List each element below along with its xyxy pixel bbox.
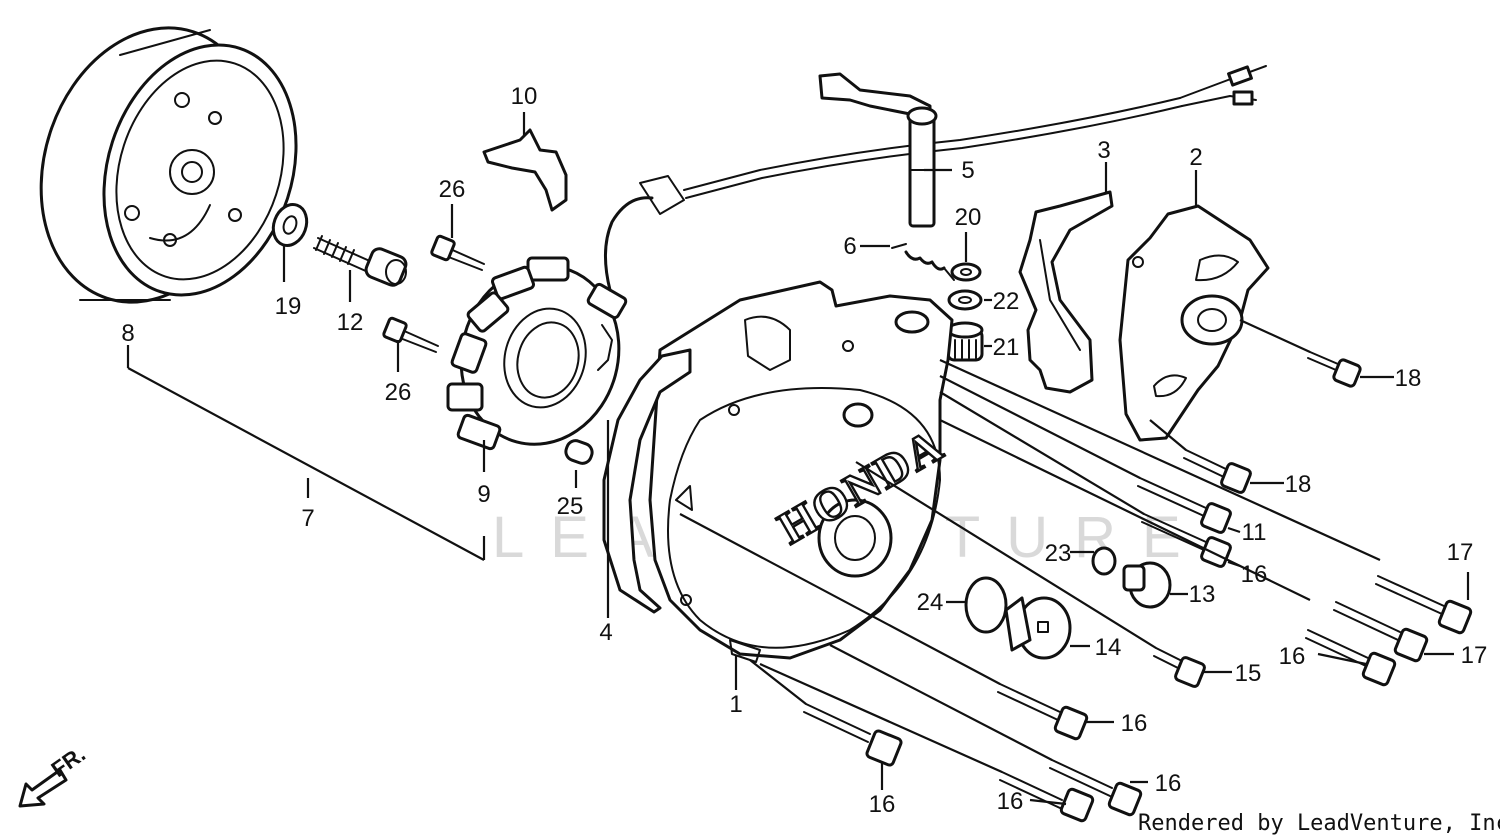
callout-14: 14 xyxy=(1095,634,1122,661)
stator-9[interactable] xyxy=(441,248,638,462)
callout-9: 9 xyxy=(477,481,490,508)
callout-16-c: 16 xyxy=(1121,710,1148,737)
dowel-pin-25[interactable] xyxy=(563,438,594,466)
callout-18-a: 18 xyxy=(1395,365,1422,392)
bolt-16-far-right[interactable] xyxy=(1305,629,1397,687)
callout-15: 15 xyxy=(1235,660,1262,687)
washer-22[interactable] xyxy=(947,289,983,311)
flywheel-rotor[interactable] xyxy=(7,0,327,331)
callout-16-d: 16 xyxy=(869,791,896,818)
callout-2: 2 xyxy=(1189,144,1202,171)
callout-8: 8 xyxy=(121,320,134,347)
bolt-17-upper[interactable] xyxy=(1375,575,1473,635)
callout-13: 13 xyxy=(1189,581,1216,608)
wire-harness[interactable] xyxy=(603,65,1267,292)
callout-16-e: 16 xyxy=(997,788,1024,815)
callout-1: 1 xyxy=(729,691,742,718)
callout-17-b: 17 xyxy=(1461,642,1488,669)
callout-22: 22 xyxy=(993,288,1020,315)
washer-20[interactable] xyxy=(950,262,982,282)
callout-19: 19 xyxy=(275,293,302,320)
bolt-16-bottom-mid[interactable] xyxy=(999,771,1095,823)
callout-5: 5 xyxy=(961,157,974,184)
bolt-16-bottom-right[interactable] xyxy=(1049,759,1143,817)
callout-11: 11 xyxy=(1242,519,1267,546)
o-ring-24[interactable] xyxy=(964,576,1008,634)
bolt-16-bottom-left[interactable] xyxy=(803,703,903,767)
callout-labels: 1 2 3 4 5 6 7 8 9 10 11 12 13 14 15 16 1… xyxy=(121,83,1487,818)
callout-26-b: 26 xyxy=(385,379,412,406)
front-arrow-icon xyxy=(18,768,68,808)
o-ring-23[interactable] xyxy=(1091,546,1117,576)
callout-12: 12 xyxy=(337,309,364,336)
callout-6: 6 xyxy=(843,233,856,260)
callout-4: 4 xyxy=(599,619,612,646)
bolt-18-lower[interactable] xyxy=(1183,449,1252,494)
callout-18-b: 18 xyxy=(1285,471,1312,498)
gasket-3[interactable] xyxy=(1018,190,1114,394)
flywheel-bolt-12[interactable] xyxy=(313,235,408,288)
bolt-15[interactable] xyxy=(1153,647,1206,688)
plug-14[interactable] xyxy=(1004,596,1072,660)
callout-25: 25 xyxy=(557,493,584,520)
footer-credit: Rendered by LeadVenture, Inc. xyxy=(1138,811,1500,836)
bolt-18-upper[interactable] xyxy=(1307,351,1362,388)
bolt-16-right[interactable] xyxy=(1141,513,1232,568)
callout-16-b: 16 xyxy=(1279,643,1306,670)
callout-24: 24 xyxy=(917,589,944,616)
spring-6[interactable] xyxy=(891,243,955,281)
callout-16-f: 16 xyxy=(1155,770,1182,797)
callout-3: 3 xyxy=(1097,137,1110,164)
front-direction-indicator: FR. xyxy=(18,741,90,808)
bolt-16-mid[interactable] xyxy=(997,683,1089,741)
callout-20: 20 xyxy=(955,204,982,231)
pulse-sensor-5[interactable] xyxy=(818,72,938,228)
cover-plate-2[interactable] xyxy=(1118,204,1270,442)
callout-16-a: 16 xyxy=(1241,561,1268,588)
callout-21: 21 xyxy=(993,334,1020,361)
callout-26-a: 26 xyxy=(439,176,466,203)
crankcase-cover-1[interactable]: HONDA xyxy=(602,280,954,663)
washer-19[interactable] xyxy=(268,200,312,250)
bearing-21[interactable] xyxy=(946,321,984,362)
bolt-11[interactable] xyxy=(1137,477,1232,534)
bolt-26-lower[interactable] xyxy=(382,316,439,353)
cap-13[interactable] xyxy=(1122,561,1172,609)
bolt-26-upper[interactable] xyxy=(430,234,485,271)
callout-7: 7 xyxy=(301,505,314,532)
callout-10: 10 xyxy=(511,83,538,110)
bracket-10[interactable] xyxy=(482,128,568,212)
callout-17-a: 17 xyxy=(1447,539,1474,566)
callout-23: 23 xyxy=(1045,540,1072,567)
bolt-17-lower[interactable] xyxy=(1333,601,1429,663)
leader-lines xyxy=(126,112,1470,806)
